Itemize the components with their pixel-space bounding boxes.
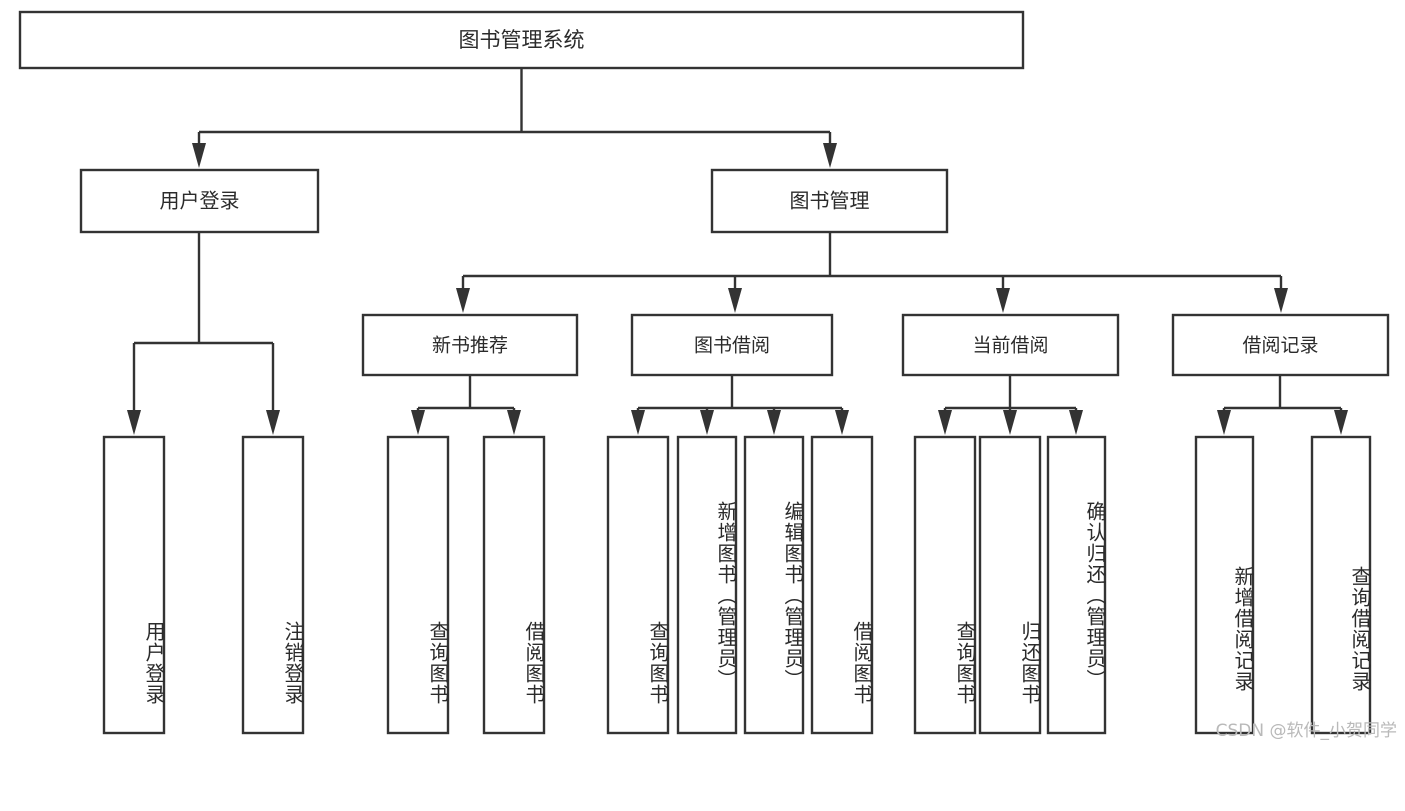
arrowhead-leaf-borrow-book-1	[507, 410, 521, 435]
arrowhead-leaf-query-book-1	[411, 410, 425, 435]
arrowhead-leaf-add-book	[700, 410, 714, 435]
arrowhead-leaf-query-book-3	[938, 410, 952, 435]
arrowhead-leaf-add-record	[1217, 410, 1231, 435]
node-box-leaf-borrow-book-1[interactable]	[482, 435, 546, 735]
node-box-leaf-user-logout[interactable]	[241, 435, 305, 735]
arrowhead-leaf-query-record	[1334, 410, 1348, 435]
arrowhead-leaf-query-book-2	[631, 410, 645, 435]
arrowhead-leaf-confirm-return	[1069, 410, 1083, 435]
node-box-leaf-query-book-3[interactable]	[913, 435, 977, 735]
arrowhead-leaf-user-login	[127, 410, 141, 435]
node-box-book-management	[710, 168, 949, 234]
node-book-management-system[interactable]: 图书管理系统	[18, 10, 1025, 70]
arrowhead-leaf-user-logout	[266, 410, 280, 435]
node-user-login[interactable]: 用户登录	[79, 168, 320, 234]
node-current-borrow[interactable]: 当前借阅	[901, 313, 1120, 377]
csdn-watermark: CSDN @软件_小贺同学	[1215, 721, 1397, 741]
edge-group-root-to-level2	[192, 68, 837, 168]
arrowhead-leaf-return-book	[1003, 410, 1017, 435]
arrowhead-leaf-borrow-book-2	[835, 410, 849, 435]
arrowhead-leaf-edit-book	[767, 410, 781, 435]
node-box-leaf-edit-book[interactable]	[743, 435, 805, 735]
node-label-new-book-recommend: 新书推荐	[432, 335, 508, 357]
leaf-box-group	[102, 435, 1372, 735]
node-box-root	[18, 10, 1025, 70]
node-box-new-book-recommend	[361, 313, 579, 377]
node-box-leaf-return-book[interactable]	[978, 435, 1042, 735]
node-book-management[interactable]: 图书管理	[710, 168, 949, 234]
node-box-leaf-add-book[interactable]	[676, 435, 738, 735]
arrowhead-book-borrow	[728, 288, 742, 313]
arrowhead-borrow-record	[1274, 288, 1288, 313]
node-box-leaf-query-record[interactable]	[1310, 435, 1372, 735]
node-box-current-borrow	[901, 313, 1120, 377]
edge-group-userlogin-to-leaves	[127, 232, 280, 435]
node-label-root: 图书管理系统	[459, 28, 585, 52]
node-box-leaf-user-login[interactable]	[102, 435, 166, 735]
node-borrow-record[interactable]: 借阅记录	[1171, 313, 1390, 377]
arrowhead-new-book-recommend	[456, 288, 470, 313]
node-box-leaf-query-book-2[interactable]	[606, 435, 670, 735]
diagram-canvas: 图书管理系统 用户登录 图书管理	[18, 10, 1397, 741]
node-label-user-login: 用户登录	[160, 189, 240, 213]
arrowhead-book-manage	[823, 143, 837, 168]
node-box-leaf-borrow-book-2[interactable]	[810, 435, 874, 735]
arrowhead-current-borrow	[996, 288, 1010, 313]
node-box-book-borrow	[630, 313, 834, 377]
arrowhead-user-login	[192, 143, 206, 168]
node-box-leaf-confirm-return[interactable]	[1046, 435, 1107, 735]
node-label-book-management: 图书管理	[790, 189, 870, 213]
org-chart-svg: 图书管理系统 用户登录 图书管理	[18, 10, 1390, 735]
node-box-leaf-query-book-1[interactable]	[386, 435, 450, 735]
node-label-borrow-record: 借阅记录	[1242, 335, 1318, 357]
node-box-borrow-record	[1171, 313, 1390, 377]
node-book-borrow[interactable]: 图书借阅	[630, 313, 834, 377]
edge-group-bookborrow-to-leaves	[631, 375, 849, 435]
node-label-current-borrow: 当前借阅	[972, 335, 1048, 357]
edge-group-newbook-to-leaves	[411, 375, 521, 435]
node-new-book-recommend[interactable]: 新书推荐	[361, 313, 579, 377]
edge-group-borrowrecord-to-leaves	[1217, 375, 1348, 435]
edge-group-bookmgmt-to-level3	[456, 232, 1288, 313]
node-label-book-borrow: 图书借阅	[694, 335, 770, 357]
edge-group-currentborrow-to-leaves	[938, 375, 1083, 435]
node-box-leaf-add-record[interactable]	[1194, 435, 1255, 735]
